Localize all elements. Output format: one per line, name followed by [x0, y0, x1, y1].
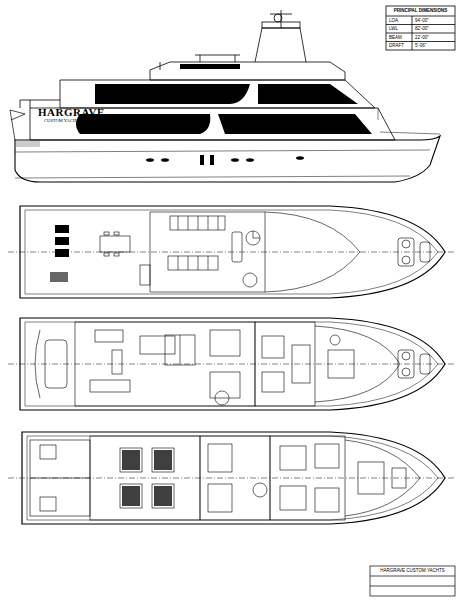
title-block-text: HARGRAVE CUSTOM YACHTS: [380, 569, 445, 574]
table-cell: 94'-00": [415, 19, 429, 24]
table-cell: DRAFT: [389, 44, 404, 49]
spec-table: [386, 6, 455, 50]
table-cell: LWL: [389, 27, 398, 32]
table-cell: BEAM: [389, 36, 402, 41]
table-cell: 22'-00": [415, 36, 429, 41]
brand-logo: HARGRAVE: [38, 107, 105, 118]
table-cell: 82'-00": [415, 27, 429, 32]
brand-subtitle: CUSTOM YACHTS: [44, 119, 81, 124]
table-cell: LOA: [389, 19, 398, 24]
table-cell: 5'-06": [415, 44, 426, 49]
table-heading: PRINCIPAL DIMENSIONS: [394, 9, 448, 14]
